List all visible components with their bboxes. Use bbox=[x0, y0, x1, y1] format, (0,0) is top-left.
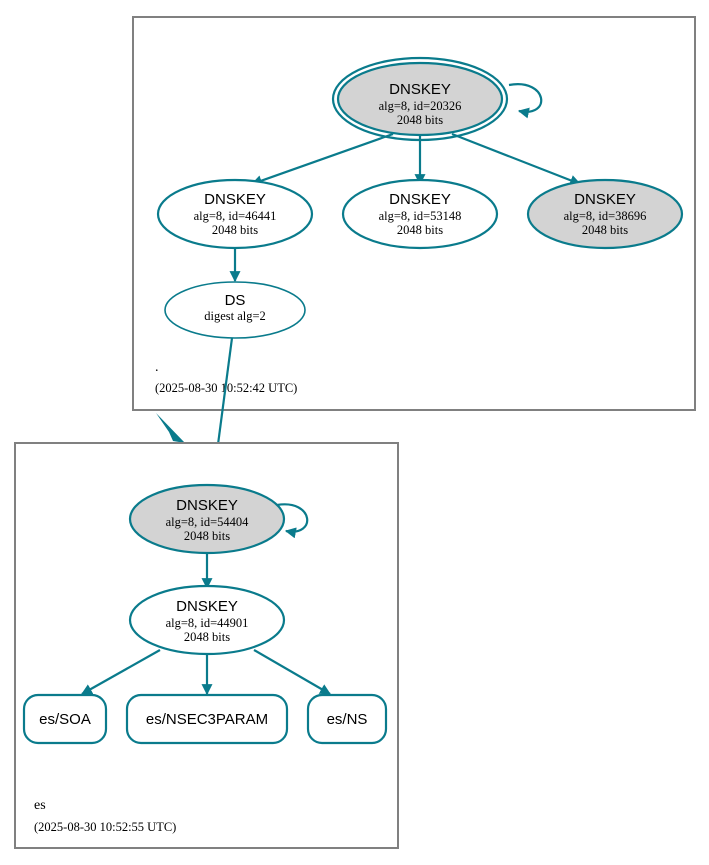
node-ds-title: DS bbox=[225, 292, 246, 309]
node-dnskey-38696-title: DNSKEY bbox=[574, 191, 636, 208]
node-dnskey-38696[interactable]: DNSKEY alg=8, id=38696 2048 bits bbox=[526, 178, 684, 250]
node-dnskey-44901-ellipse bbox=[128, 584, 286, 656]
cluster-es-zone-timestamp: (2025-08-30 10:52:55 UTC) bbox=[34, 820, 176, 834]
rrset-node-es-ns-label: es/NS bbox=[327, 711, 368, 728]
node-dnskey-46441-title: DNSKEY bbox=[204, 191, 266, 208]
node-dnskey-38696-algid: alg=8, id=38696 bbox=[564, 209, 647, 223]
cluster-root-zone: DNSKEY alg=8, id=20326 2048 bits DNSKEY … bbox=[132, 16, 696, 411]
cluster-es-zone-name: es bbox=[34, 798, 46, 813]
node-dnskey-46441[interactable]: DNSKEY alg=8, id=46441 2048 bits bbox=[156, 178, 314, 250]
edge-ksk20326-to-zsk46441 bbox=[250, 132, 394, 186]
node-ds[interactable]: DS digest alg=2 bbox=[164, 281, 306, 339]
node-dnskey-53148[interactable]: DNSKEY alg=8, id=53148 2048 bits bbox=[341, 178, 499, 250]
rrset-node-es-ns-box bbox=[306, 693, 388, 745]
cluster-es-zone: DNSKEY alg=8, id=54404 2048 bits DNSKEY … bbox=[14, 442, 399, 849]
node-dnskey-44901-size: 2048 bits bbox=[184, 630, 230, 644]
edge-es-zsk44901-to-soa bbox=[81, 649, 161, 695]
node-dnskey-46441-ellipse bbox=[156, 178, 314, 250]
rrset-node-es-nsec3param[interactable]: es/NSEC3PARAM bbox=[125, 693, 289, 745]
node-ds-ellipse bbox=[164, 281, 306, 339]
node-dnskey-20326-outer-ring bbox=[331, 56, 509, 142]
cluster-root-zone-name: . bbox=[155, 360, 159, 375]
node-dnskey-53148-title: DNSKEY bbox=[389, 191, 451, 208]
node-dnskey-44901-algid: alg=8, id=44901 bbox=[166, 616, 249, 630]
root-zone-edges bbox=[229, 83, 582, 283]
node-dnskey-44901-title: DNSKEY bbox=[176, 598, 238, 615]
edge-ksk20326-to-zsk38696 bbox=[451, 132, 582, 186]
node-dnskey-44901[interactable]: DNSKEY alg=8, id=44901 2048 bits bbox=[128, 584, 286, 656]
rrset-node-es-soa-box bbox=[22, 693, 108, 745]
node-ds-digest: digest alg=2 bbox=[204, 309, 266, 323]
rrset-node-es-nsec3param-box bbox=[125, 693, 289, 745]
node-dnskey-53148-algid: alg=8, id=53148 bbox=[379, 209, 462, 223]
node-dnskey-20326-ellipse bbox=[336, 61, 504, 137]
node-dnskey-20326-title: DNSKEY bbox=[389, 81, 451, 98]
node-dnskey-54404-size: 2048 bits bbox=[184, 529, 230, 543]
rrset-node-es-nsec3param-label: es/NSEC3PARAM bbox=[146, 711, 268, 728]
node-dnskey-53148-ellipse bbox=[341, 178, 499, 250]
node-dnskey-46441-algid: alg=8, id=46441 bbox=[194, 209, 277, 223]
node-dnskey-53148-size: 2048 bits bbox=[397, 223, 443, 237]
edge-es-ksk54404-self-loop bbox=[276, 503, 309, 539]
edge-ksk20326-self-loop bbox=[508, 83, 543, 119]
rrset-node-es-soa[interactable]: es/SOA bbox=[22, 693, 108, 745]
node-dnskey-38696-size: 2048 bits bbox=[582, 223, 628, 237]
edge-zone-boundary-arrowhead bbox=[156, 413, 185, 443]
node-dnskey-54404-ellipse bbox=[128, 483, 286, 555]
node-dnskey-20326-size: 2048 bits bbox=[397, 113, 443, 127]
node-dnskey-38696-ellipse bbox=[526, 178, 684, 250]
rrset-node-es-soa-label: es/SOA bbox=[39, 711, 91, 728]
node-dnskey-46441-size: 2048 bits bbox=[212, 223, 258, 237]
rrset-node-es-ns[interactable]: es/NS bbox=[306, 693, 388, 745]
node-dnskey-20326[interactable]: DNSKEY alg=8, id=20326 2048 bits bbox=[331, 56, 509, 142]
es-zone-edges bbox=[81, 503, 331, 696]
node-dnskey-20326-algid: alg=8, id=20326 bbox=[379, 99, 462, 113]
edge-es-zsk44901-to-ns bbox=[253, 649, 331, 695]
node-dnskey-54404-algid: alg=8, id=54404 bbox=[166, 515, 250, 529]
node-dnskey-54404-title: DNSKEY bbox=[176, 497, 238, 514]
node-dnskey-54404[interactable]: DNSKEY alg=8, id=54404 2048 bits bbox=[128, 483, 286, 555]
